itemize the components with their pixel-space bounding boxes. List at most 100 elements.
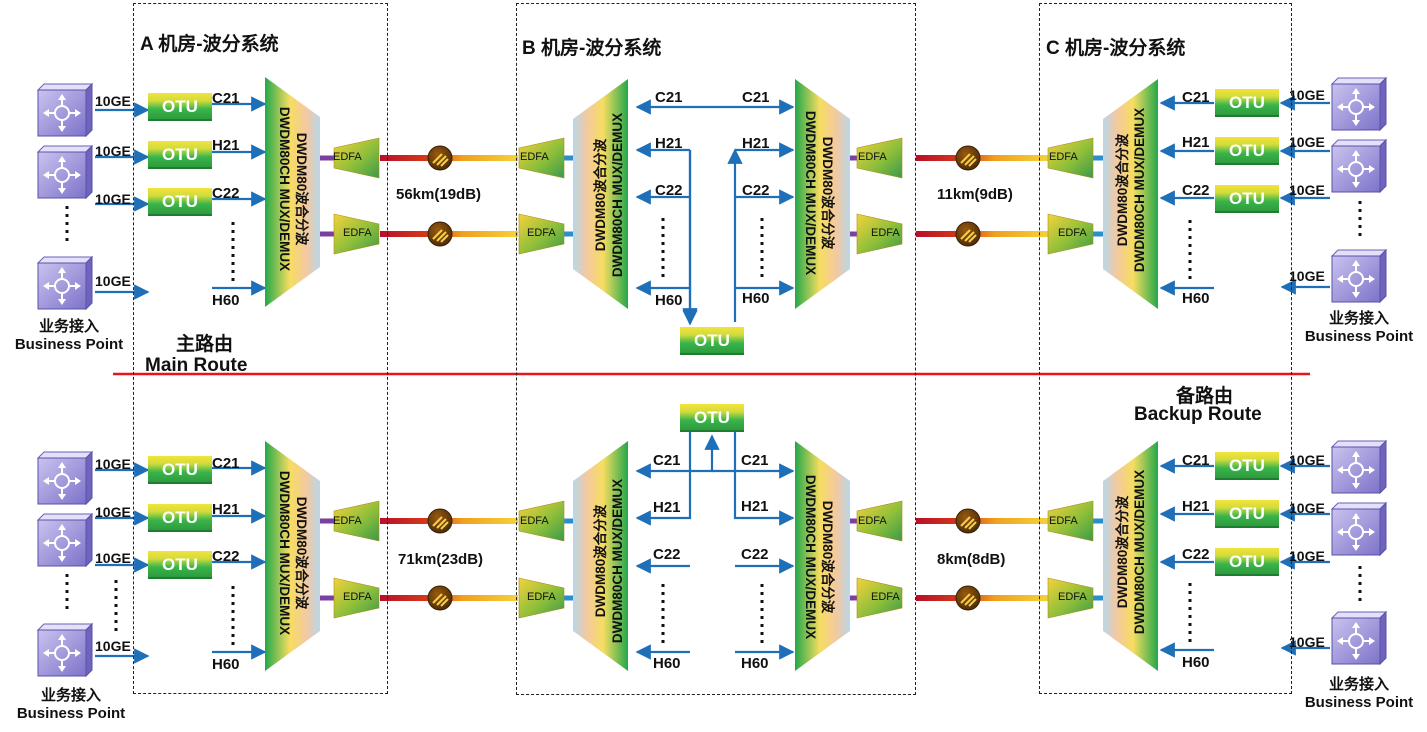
mux-demux-shape (795, 79, 850, 309)
switch-part (1343, 266, 1369, 292)
edfa-amplifier (856, 577, 903, 619)
edfa-label: EDFA (858, 151, 887, 163)
switch-part (1379, 439, 1387, 495)
edfa-amplifier (1047, 577, 1094, 619)
edfa-label: EDFA (520, 515, 549, 527)
main-route-label-cn: 主路由 (176, 334, 234, 355)
switch-icon (36, 144, 94, 200)
mux-label-line2: DWDM80CH MUX/DEMUX (803, 110, 818, 276)
channel-label-h60: H60 (742, 290, 770, 307)
edfa-amplifier (518, 137, 565, 179)
fiber-link (916, 231, 1048, 237)
port-stub (850, 518, 860, 524)
edfa-label: EDFA (1049, 515, 1078, 527)
switch-part (49, 100, 75, 126)
fiber-spool-icon (955, 221, 981, 247)
port-stub (850, 231, 860, 237)
switch-part (1379, 138, 1387, 194)
channel-label-c21: C21 (742, 89, 770, 106)
mux-label-line1: DWDM80波合分波 (294, 132, 309, 246)
link-label-backup-bc: 8km(8dB) (937, 551, 1006, 568)
business-point-en: Business Point (1304, 694, 1414, 711)
business-point-label-tl: 业务接入 Business Point (4, 318, 134, 354)
business-point-cn: 业务接入 (38, 318, 99, 335)
edfa-amplifier (518, 500, 565, 542)
port-label: 10GE (95, 638, 131, 654)
fiber-spool-icon (427, 221, 453, 247)
channel-label-c22: C22 (212, 548, 240, 565)
edfa-amplifier (333, 500, 380, 542)
channel-label-c21: C21 (741, 452, 769, 469)
switch-part (85, 255, 93, 311)
port-stub (1092, 155, 1103, 161)
port-stub (562, 155, 573, 161)
switch-icon (1330, 138, 1388, 194)
channel-label-c22: C22 (741, 546, 769, 563)
port-label: 10GE (1289, 182, 1325, 198)
port-stub (850, 155, 860, 161)
switch-icon (36, 512, 94, 568)
port-label: 10GE (95, 550, 131, 566)
mux-label-line2: DWDM80CH MUX/DEMUX (803, 474, 818, 640)
otu-block: OTU (148, 93, 212, 121)
switch-part (36, 83, 94, 91)
mux-label-line1: DWDM80波合分波 (294, 496, 309, 610)
channel-label-c22: C22 (653, 546, 681, 563)
port-label: 10GE (1289, 548, 1325, 564)
switch-part (49, 162, 75, 188)
channel-label-h60: H60 (741, 655, 769, 672)
switch-part (1379, 610, 1387, 666)
fiber-link (916, 518, 1048, 524)
edfa-amplifier (333, 577, 380, 619)
fiber-spool-icon (427, 585, 453, 611)
channel-label-c22: C22 (1182, 182, 1210, 199)
switch-icon (36, 82, 94, 138)
port-stub (1092, 231, 1103, 237)
business-point-en: Business Point (14, 336, 124, 353)
channel-label-h60: H60 (653, 655, 681, 672)
link-label-backup-ab: 71km(23dB) (398, 551, 484, 568)
mux-label-c-main: DWDM80波合分波 DWDM80CH MUX/DEMUX (1114, 80, 1148, 300)
edfa-label: EDFA (858, 515, 887, 527)
switch-part (49, 530, 75, 556)
backup-route-label-cn: 备路由 (1176, 386, 1234, 407)
switch-icon (1330, 439, 1388, 495)
mux-demux-shape (1103, 79, 1158, 309)
connection-lines (65, 95, 1362, 664)
port-label: 10GE (95, 93, 131, 109)
port-stub (1092, 518, 1103, 524)
mux-label-b-right-backup: DWDM80波合分波 DWDM80CH MUX/DEMUX (802, 447, 836, 667)
mux-label-line1: DWDM80波合分波 (820, 136, 835, 250)
channel-label-h21: H21 (1182, 498, 1210, 515)
edfa-amplifier (518, 213, 565, 255)
switch-part (49, 640, 75, 666)
edfa-amplifier (856, 500, 903, 542)
switch-part (1343, 457, 1369, 483)
room-b-box (516, 3, 916, 695)
business-point-cn: 业务接入 (40, 687, 101, 704)
switch-part (85, 512, 93, 568)
channel-label-c21: C21 (1182, 452, 1210, 469)
otu-block: OTU (148, 456, 212, 484)
edfa-label: EDFA (333, 515, 362, 527)
port-label: 10GE (95, 456, 131, 472)
switch-part (1330, 249, 1388, 257)
mux-label-a-main: DWDM80波合分波 DWDM80CH MUX/DEMUX (276, 79, 310, 299)
port-stub (320, 231, 334, 237)
switch-part (36, 623, 94, 631)
mux-label-b-left-backup: DWDM80波合分波 DWDM80CH MUX/DEMUX (592, 451, 626, 671)
edfa-amplifier (518, 577, 565, 619)
edfa-label: EDFA (1049, 151, 1078, 163)
mux-label-line2: DWDM80CH MUX/DEMUX (610, 112, 625, 278)
switch-part (1379, 76, 1387, 132)
mux-demux-shape (265, 77, 320, 307)
switch-part (49, 273, 75, 299)
port-stub (320, 155, 334, 161)
switch-part (1379, 501, 1387, 557)
mux-label-line2: DWDM80CH MUX/DEMUX (610, 478, 625, 644)
mux-label-line1: DWDM80波合分波 (1115, 495, 1130, 609)
otu-block: OTU (148, 504, 212, 532)
room-c-title: C 机房-波分系统 (1046, 38, 1186, 59)
main-route-label-en: Main Route (145, 355, 248, 376)
otu-block: OTU (148, 141, 212, 169)
